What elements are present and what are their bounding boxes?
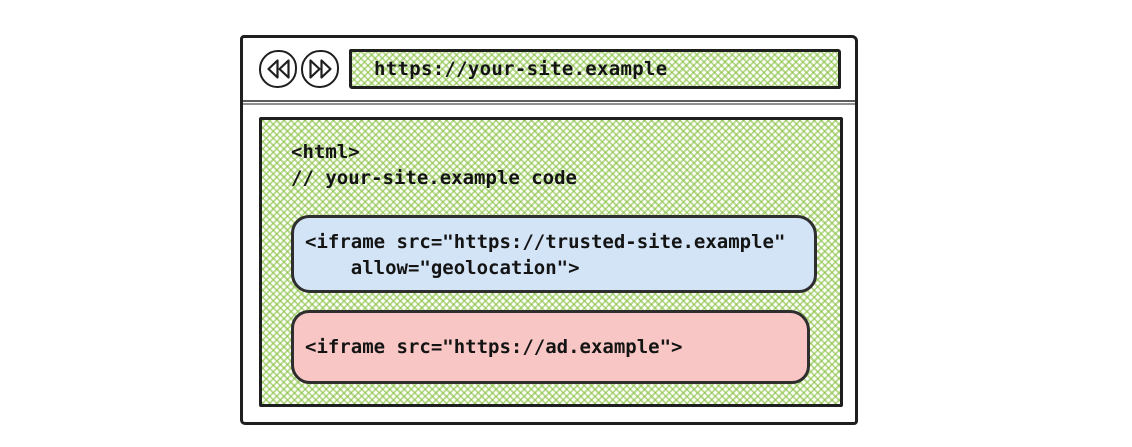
toolbar-separator [243,99,855,106]
page-content: <html> // your-site.example code <iframe… [259,117,843,407]
back-button[interactable] [259,49,297,88]
browser-window: https://your-site.example <html> // your… [240,35,858,425]
forward-button[interactable] [301,49,339,88]
code-line-html-open: <html> [291,141,360,163]
forward-double-arrow-icon [307,57,334,81]
code-line-site-comment: // your-site.example code [291,167,577,189]
trusted-iframe-box: <iframe src="https://trusted-site.exampl… [291,215,817,293]
address-url-text: https://your-site.example [374,57,668,80]
ad-iframe-code-line: <iframe src="https://ad.example"> [305,336,683,358]
back-double-arrow-icon [265,57,292,81]
address-bar[interactable]: https://your-site.example [349,48,841,89]
browser-toolbar: https://your-site.example [243,38,855,99]
trusted-iframe-code-line-1: <iframe src="https://trusted-site.exampl… [305,231,786,253]
ad-iframe-box: <iframe src="https://ad.example"> [291,310,810,384]
trusted-iframe-code-line-2: allow="geolocation"> [305,257,580,279]
